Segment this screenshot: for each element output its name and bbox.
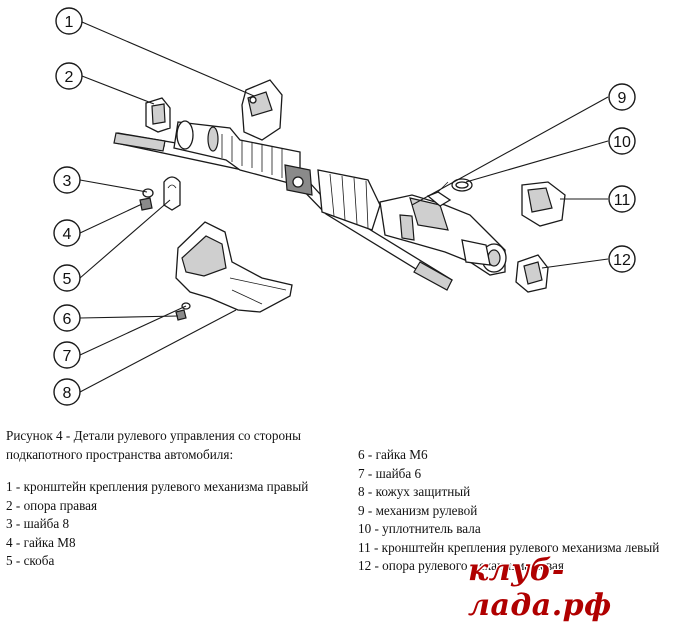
legend-item: 10 - уплотнитель вала [358,521,481,536]
protective-cover [175,221,293,313]
left-mount-bracket [521,181,566,227]
left-support [515,254,549,293]
callout-9: 9 [608,83,636,111]
washer-8 [142,188,154,198]
callout-1: 1 [55,7,83,35]
figure-caption: Рисунок 4 - Детали рулевого управления с… [6,427,696,599]
caption-left-column: Рисунок 4 - Детали рулевого управления с… [6,427,348,571]
callout-5: 5 [53,264,81,292]
callout-label: 5 [63,271,72,288]
callout-4: 4 [53,219,81,247]
steering-boot [173,120,301,187]
legend-item: 4 - гайка М8 [6,534,76,550]
callout-label: 6 [63,311,72,328]
legend-item: 5 - скоба [6,553,55,568]
site-watermark: клуб-лада.рф [468,553,612,623]
steering-parts-diagram: 1 2 3 4 5 6 7 8 9 10 11 12 [53,7,636,406]
caption-title: Рисунок 4 - Детали рулевого управления с… [6,428,301,462]
callout-7: 7 [53,341,81,369]
right-support [145,97,171,133]
legend-item: 6 - гайка М6 [358,447,428,462]
leader-lines [79,21,609,393]
rack-center-clamp [284,164,313,196]
callout-label: 12 [613,252,631,269]
callout-label: 11 [614,192,631,209]
callout-label: 7 [63,348,72,365]
legend-item: 12 - опора рулевого механизма левая [358,558,564,573]
legend-item: 7 - шайба 6 [358,465,422,481]
callout-label: 10 [613,134,631,151]
callout-8: 8 [53,378,81,406]
diagram-svg: 1 2 3 4 5 6 7 8 9 10 11 12 [53,7,636,406]
clamp [163,176,181,211]
nut-m8 [139,197,153,211]
right-mount-bracket [241,79,283,141]
callout-10: 10 [608,127,636,155]
callout-2: 2 [55,62,83,90]
left-boot [317,169,381,231]
callout-11: 11 [608,185,636,213]
callout-label: 2 [65,69,74,86]
callout-label: 4 [63,226,72,243]
callout-6: 6 [53,304,81,332]
legend-item: 8 - кожух защитный [358,484,471,499]
legend-item: 3 - шайба 8 [6,516,70,531]
legend-item: 9 - механизм рулевой [358,502,478,518]
callout-label: 1 [65,14,74,31]
legend-item: 1 - кронштейн крепления рулевого механиз… [6,479,309,494]
legend-item: 2 - опора правая [6,497,98,513]
callout-12: 12 [608,245,636,273]
callout-label: 9 [618,90,627,107]
caption-right-column: 6 - гайка М6 7 - шайба 6 8 - кожух защит… [358,446,698,576]
callout-3: 3 [53,166,81,194]
callout-label: 3 [63,173,72,190]
callout-label: 8 [63,385,72,402]
steering-mechanism [379,181,507,276]
legend-item: 11 - кронштейн крепления рулевого механи… [358,539,660,555]
nut-m6 [175,309,187,321]
